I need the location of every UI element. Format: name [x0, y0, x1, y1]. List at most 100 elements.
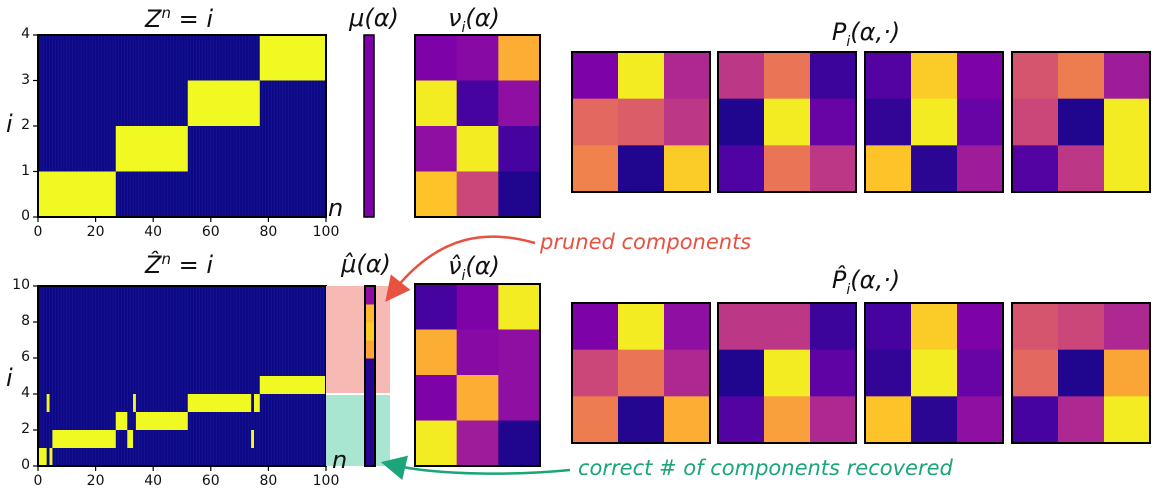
pruned-annotation: pruned components	[540, 230, 752, 254]
p-hat-2-cell	[764, 396, 811, 444]
y-tick-label: 3	[21, 71, 30, 88]
recovered-annotation: correct # of components recovered	[578, 456, 953, 480]
p-true-4-cell	[1058, 52, 1105, 100]
mu-true-title: μ(α)	[349, 4, 399, 32]
nu-true-cell	[456, 171, 499, 218]
p-hat-3-cell	[911, 303, 958, 351]
p-true-2-cell	[718, 52, 765, 100]
p-hat-3-cell	[865, 396, 912, 444]
nu-true-title: νi(α)	[448, 6, 500, 35]
nu-hat-title-rest: (α)	[465, 252, 500, 280]
y-tick-label: 10	[12, 277, 30, 293]
z-hat-x-label: n	[332, 446, 348, 474]
mu-hat-cell	[365, 376, 375, 395]
mu-hat-cell	[365, 286, 375, 305]
p-true-matrices	[571, 51, 1151, 193]
p-true-1-cell	[664, 145, 711, 193]
p-true-2-cell	[718, 145, 765, 193]
state-segment	[254, 394, 260, 412]
z-true-title-sup: n	[161, 4, 171, 22]
p-true-3-cell	[865, 52, 912, 100]
annotation-arrows	[380, 235, 571, 481]
nu-hat-cell	[456, 329, 499, 376]
p-true-2-cell	[764, 145, 811, 193]
p-true-3-cell	[911, 52, 958, 100]
nu-hat-cell	[498, 375, 541, 421]
p-hat-3-cell	[957, 349, 1004, 397]
nu-true-frame	[414, 34, 541, 218]
nu-true-title-rest: (α)	[465, 4, 500, 32]
state-segment	[115, 126, 188, 172]
p-true-2-cell	[810, 145, 857, 193]
recovered-arrow	[380, 455, 571, 481]
nu-true-matrix	[414, 34, 541, 218]
p-true-3-cell	[911, 145, 958, 193]
x-tick-label: 40	[144, 473, 163, 489]
p-true-2-cell	[810, 98, 857, 146]
nu-true-cell	[456, 35, 499, 81]
p-true-title-base: P	[831, 18, 847, 46]
p-hat-1-cell	[664, 303, 711, 351]
p-true-2-frame	[717, 51, 857, 193]
y-tick-label: 2	[21, 421, 30, 437]
nu-hat-cell	[415, 420, 458, 467]
z-true-heatmap	[33, 34, 327, 222]
pruned-arrow	[385, 235, 536, 302]
p-true-1-cell	[572, 52, 619, 100]
nu-hat-title-sub: i	[461, 267, 466, 284]
nu-hat-cell	[456, 375, 499, 421]
p-true-1-cell	[664, 52, 711, 100]
p-true-3-cell	[957, 145, 1004, 193]
nu-hat-cell	[456, 420, 499, 467]
p-hat-4-cell	[1104, 303, 1151, 351]
mu-true-bar	[363, 34, 375, 218]
nu-hat-cell	[415, 375, 458, 421]
p-hat-1-frame	[571, 302, 711, 444]
p-hat-1-cell	[664, 396, 711, 444]
p-true-4-cell	[1104, 145, 1151, 193]
p-true-3-cell	[957, 98, 1004, 146]
state-segment	[115, 412, 128, 430]
p-true-3-frame	[864, 51, 1004, 193]
z-hat-title-sup: n	[161, 250, 171, 268]
nu-hat-title-base: ν̂	[448, 252, 462, 280]
p-hat-1-cell	[618, 303, 665, 351]
mu-hat-cell	[365, 448, 375, 467]
x-tick-label: 0	[33, 473, 43, 489]
x-tick-label: 0	[33, 224, 43, 240]
nu-hat-cell	[456, 284, 499, 330]
p-hat-1-cell	[572, 396, 619, 444]
p-true-1-cell	[618, 52, 665, 100]
p-hat-4-cell	[1058, 349, 1105, 397]
p-hat-4-cell	[1104, 396, 1151, 444]
p-hat-title-rest: (α,·)	[850, 266, 901, 294]
p-hat-2-cell	[764, 349, 811, 397]
z-hat-heatmap	[33, 285, 327, 471]
mu-hat-cell	[365, 304, 375, 323]
p-hat-3-cell	[865, 349, 912, 397]
x-tick-label: 20	[86, 224, 105, 240]
x-tick-label: 80	[259, 473, 278, 489]
component-regions	[326, 286, 390, 466]
p-true-1-cell	[618, 98, 665, 146]
p-true-3-cell	[865, 98, 912, 146]
y-tick-label: 1	[21, 162, 30, 179]
p-true-4-cell	[1104, 52, 1151, 100]
p-true-1-cell	[572, 98, 619, 146]
p-hat-3-cell	[957, 396, 1004, 444]
x-tick-label: 40	[144, 224, 163, 240]
state-segment	[46, 394, 50, 412]
p-true-2-cell	[764, 52, 811, 100]
p-hat-2-cell	[764, 303, 811, 351]
nu-hat-title: ν̂i(α)	[448, 254, 500, 283]
state-segment	[38, 171, 116, 217]
z-true-title: Zn = i	[145, 4, 213, 32]
p-hat-1-cell	[618, 349, 665, 397]
state-segment	[187, 394, 252, 412]
y-tick-label: 0	[21, 208, 30, 224]
p-hat-title-base: P̂	[831, 266, 847, 294]
nu-hat-cell	[498, 329, 541, 376]
p-true-title-sub: i	[846, 33, 851, 50]
p-hat-1-cell	[572, 349, 619, 397]
nu-true-title-sub: i	[461, 19, 466, 36]
